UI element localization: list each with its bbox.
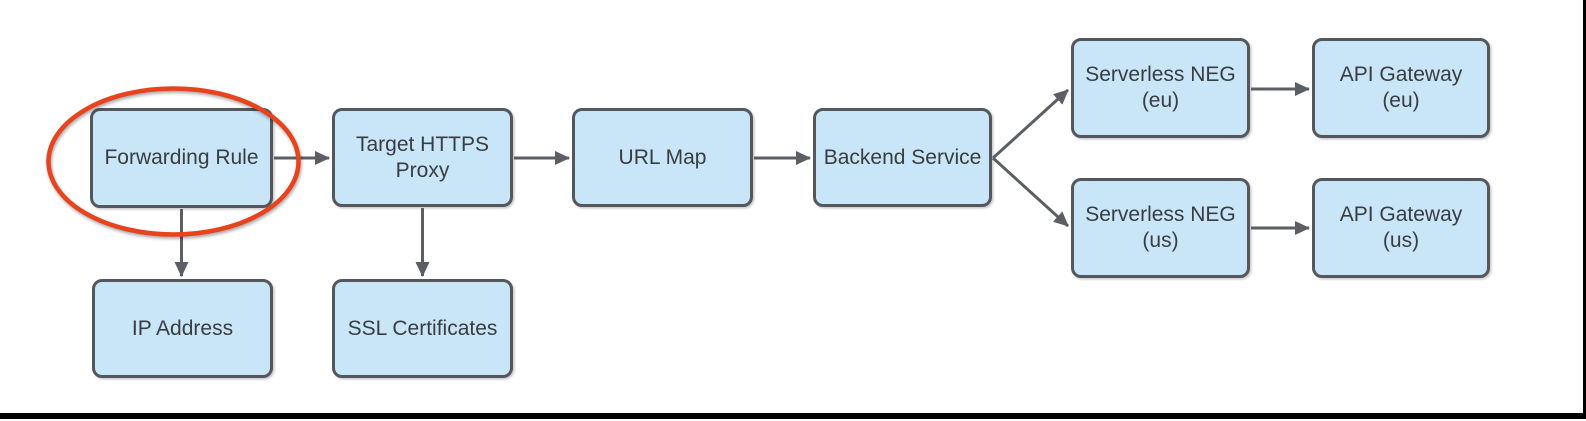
node-label: Proxy — [395, 158, 450, 182]
node-label: Backend Service — [823, 145, 982, 169]
node-label: (eu) — [1382, 89, 1420, 112]
node-label: (eu) — [1141, 89, 1180, 112]
node-label: API Gateway — [1339, 63, 1463, 86]
node-label: Forwarding Rule — [104, 146, 259, 169]
node-url-map: URL Map — [572, 108, 753, 207]
node-label: API Gateway — [1339, 203, 1463, 226]
node-api-gateway-us: API Gateway (us) — [1312, 178, 1490, 278]
node-ssl-certificates: SSL Certificates — [332, 279, 513, 378]
node-api-gateway-eu: API Gateway (eu) — [1312, 38, 1490, 138]
node-serverless-neg-us: Serverless NEG (us) — [1071, 178, 1250, 278]
node-label: (us) — [1142, 229, 1179, 252]
node-label: URL Map — [618, 145, 707, 169]
node-ip-address: IP Address — [92, 279, 273, 378]
node-serverless-neg-eu: Serverless NEG (eu) — [1071, 38, 1250, 138]
node-label: Serverless NEG — [1085, 203, 1236, 226]
edge-backend-service-to-serverless-neg-us — [991, 156, 1070, 228]
edge-backend-service-to-serverless-neg-eu — [991, 88, 1070, 160]
node-target-https-proxy: Target HTTPS Proxy — [332, 108, 513, 207]
node-forwarding-rule: Forwarding Rule — [90, 108, 273, 208]
node-label: IP Address — [131, 316, 234, 340]
node-backend-service: Backend Service — [813, 108, 992, 207]
node-label: Target HTTPS — [355, 132, 490, 156]
window-edge-bottom — [0, 413, 1586, 419]
node-label: Serverless NEG — [1085, 63, 1236, 86]
node-label: SSL Certificates — [347, 316, 498, 340]
node-label: (us) — [1382, 229, 1420, 252]
